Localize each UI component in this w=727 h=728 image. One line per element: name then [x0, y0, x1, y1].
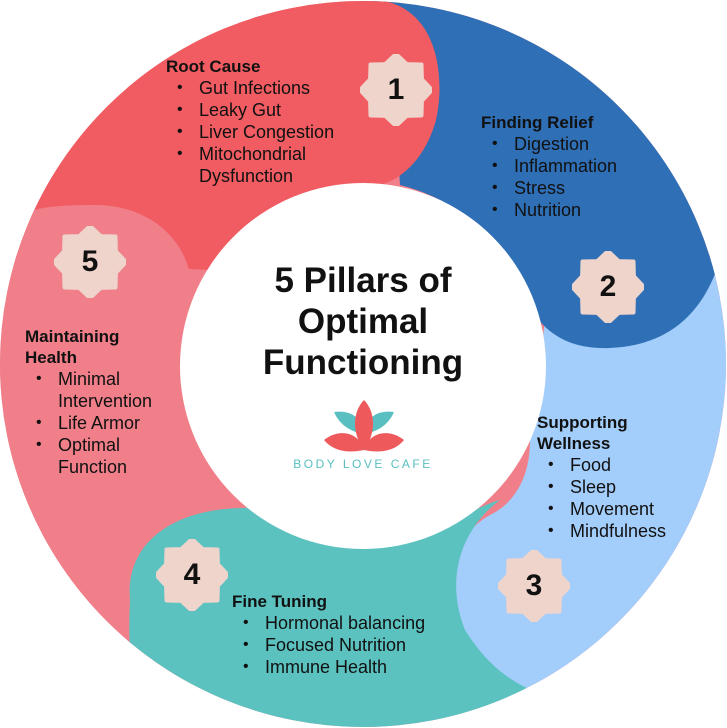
- pillar-number: 5: [81, 245, 99, 278]
- title-line: Functioning: [262, 343, 464, 382]
- pillar-items: Gut Infections Leaky Gut Liver Congestio…: [166, 77, 366, 187]
- pillar-title: Maintaining Health: [25, 327, 120, 367]
- list-item: Nutrition: [481, 199, 681, 221]
- pillar-number: 3: [525, 569, 543, 602]
- title-line: 5 Pillars of: [274, 261, 452, 300]
- star-badge-icon: [156, 539, 228, 611]
- pillar-3-badge: 3: [498, 550, 570, 622]
- pillar-title: Root Cause: [166, 57, 261, 76]
- pillar-title: Finding Relief: [481, 113, 594, 132]
- list-item: Movement: [537, 498, 727, 520]
- pillar-number: 4: [183, 558, 201, 591]
- pillar-5-content: Maintaining Health Minimal Intervention …: [25, 326, 185, 478]
- star-badge-icon: [498, 550, 570, 622]
- list-item: Optimal Function: [25, 434, 168, 478]
- list-item: Immune Health: [232, 656, 472, 678]
- pillar-number: 1: [387, 73, 405, 106]
- pillar-1-badge: 1: [360, 54, 432, 126]
- pillar-4-content: Fine Tuning Hormonal balancing Focused N…: [232, 591, 472, 678]
- pillar-title: Supporting Wellness: [537, 413, 628, 453]
- list-item: Minimal Intervention: [25, 368, 178, 412]
- pillar-5-badge: 5: [54, 226, 126, 298]
- list-item: Liver Congestion: [166, 121, 366, 143]
- pillar-title: Fine Tuning: [232, 592, 328, 611]
- pillar-3-content: Supporting Wellness Food Sleep Movement …: [537, 412, 727, 542]
- brand-name: BODY LOVE CAFE: [293, 457, 433, 471]
- pillar-4-badge: 4: [156, 539, 228, 611]
- lotus-icon: [324, 400, 404, 452]
- list-item: Food: [537, 454, 727, 476]
- star-badge-icon: [54, 226, 126, 298]
- list-item: Gut Infections: [166, 77, 366, 99]
- list-item: Focused Nutrition: [232, 634, 472, 656]
- list-item: Sleep: [537, 476, 727, 498]
- list-item: Stress: [481, 177, 681, 199]
- pillar-1-content: Root Cause Gut Infections Leaky Gut Live…: [166, 56, 366, 187]
- pillar-items: Digestion Inflammation Stress Nutrition: [481, 133, 681, 221]
- pillar-number: 2: [599, 270, 617, 303]
- list-item: Life Armor: [25, 412, 185, 434]
- list-item: Hormonal balancing: [232, 612, 472, 634]
- pillar-items: Minimal Intervention Life Armor Optimal …: [25, 368, 185, 478]
- pillar-2-content: Finding Relief Digestion Inflammation St…: [481, 112, 681, 221]
- title-line: Optimal: [297, 302, 429, 341]
- list-item: Mitochondrial Dysfunction: [166, 143, 339, 187]
- list-item: Digestion: [481, 133, 681, 155]
- list-item: Inflammation: [481, 155, 681, 177]
- list-item: Mindfulness: [537, 520, 727, 542]
- star-badge-icon: [360, 54, 432, 126]
- star-badge-icon: [572, 251, 644, 323]
- pillar-items: Food Sleep Movement Mindfulness: [537, 454, 727, 542]
- diagram-title: 5 Pillars of Optimal Functioning: [213, 260, 513, 383]
- center-circle: [180, 183, 546, 549]
- pillar-2-badge: 2: [572, 251, 644, 323]
- pillar-items: Hormonal balancing Focused Nutrition Imm…: [232, 612, 472, 678]
- list-item: Leaky Gut: [166, 99, 366, 121]
